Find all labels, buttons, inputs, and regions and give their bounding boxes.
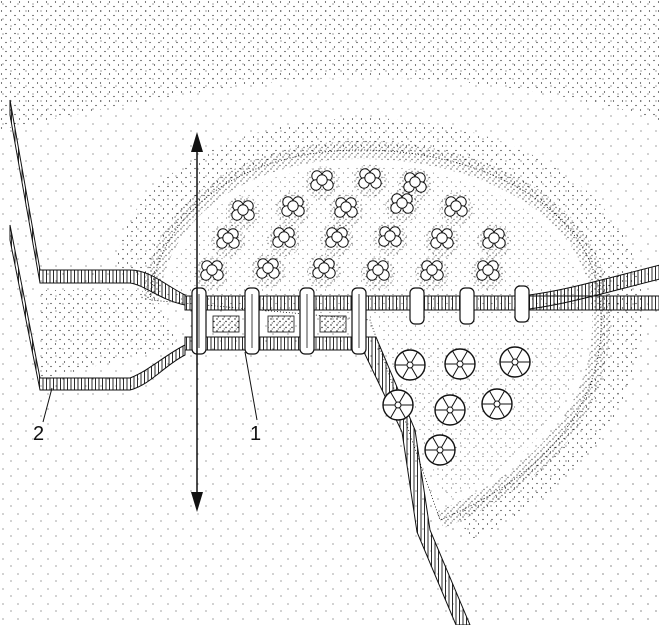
lower-membrane — [185, 337, 363, 350]
vesicle-particle — [445, 349, 475, 379]
vesicle-particle — [471, 256, 505, 290]
vesicle-particle — [425, 435, 455, 465]
vesicle-particle — [195, 256, 229, 290]
vesicle-particle — [329, 193, 363, 227]
intercellular-particle — [213, 316, 239, 332]
vesicle-particle — [267, 223, 301, 257]
vesicle-particle — [383, 390, 413, 420]
vesicle-particle — [385, 189, 419, 223]
vesicle-particle — [395, 350, 425, 380]
vesicle-particle — [425, 224, 459, 258]
vesicle-particle — [500, 347, 530, 377]
vesicle-particle — [373, 222, 407, 256]
label-1: 1 — [250, 423, 261, 445]
vesicle-particle — [439, 192, 473, 226]
connexon — [352, 288, 366, 354]
intercellular-particle — [268, 316, 294, 332]
connexon — [192, 288, 206, 354]
vesicle-particle — [307, 254, 341, 288]
connexon — [515, 286, 529, 322]
vesicle-particle — [320, 223, 354, 257]
vesicle-particle — [276, 192, 310, 226]
vesicle-particle — [361, 256, 395, 290]
connexon — [300, 288, 314, 354]
vesicle-particle — [305, 166, 339, 200]
vesicle-particle — [211, 224, 245, 258]
connexon — [245, 288, 259, 354]
vesicle-particle — [477, 224, 511, 258]
vesicle-particle — [482, 389, 512, 419]
vesicle-particle — [251, 254, 285, 288]
label-2: 2 — [33, 423, 44, 445]
vesicle-particle — [415, 256, 449, 290]
intercellular-particle — [320, 316, 346, 332]
connexon — [460, 288, 474, 324]
connexon — [410, 288, 424, 324]
vesicle-particle — [435, 395, 465, 425]
vesicle-particle — [353, 164, 387, 198]
